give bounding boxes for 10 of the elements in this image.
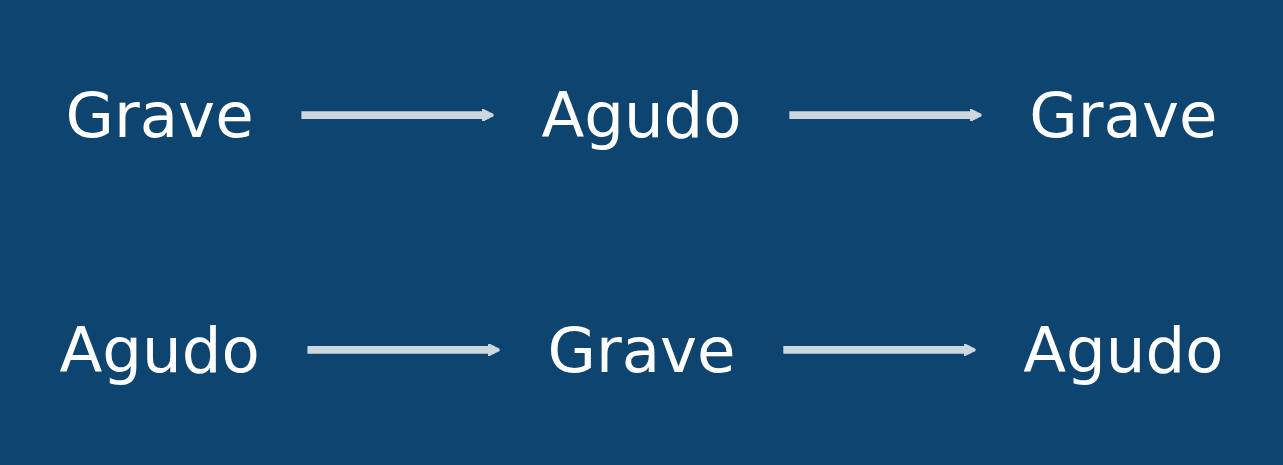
node-text: Grave xyxy=(65,79,254,152)
node-text: Grave xyxy=(1029,79,1218,152)
node-text: Agudo xyxy=(541,79,742,152)
arrow xyxy=(782,343,977,357)
arrow xyxy=(306,343,502,357)
arrow xyxy=(300,108,496,122)
node-text: Agudo xyxy=(59,313,260,386)
node-text: Grave xyxy=(547,313,736,386)
node-text: Agudo xyxy=(1023,313,1224,386)
arrow xyxy=(788,108,983,122)
